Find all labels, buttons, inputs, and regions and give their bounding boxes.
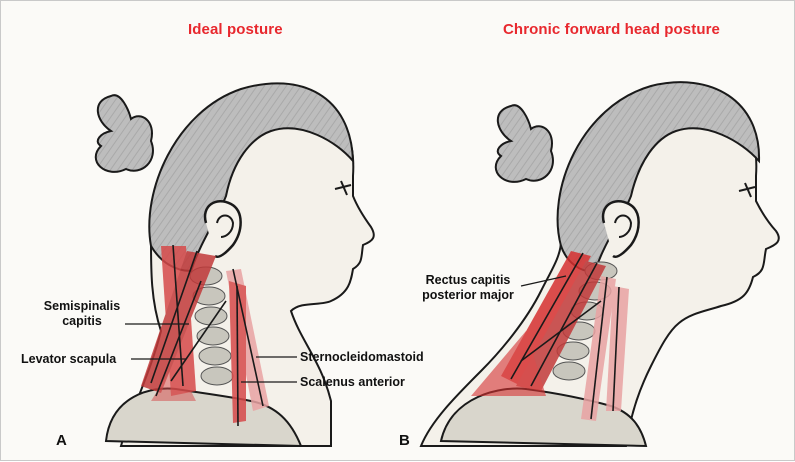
label-rectus-line2: posterior major [413, 288, 523, 303]
label-sternocleidomastoid: Sternocleidomastoid [300, 350, 424, 365]
label-levator-scapula: Levator scapula [21, 352, 116, 367]
panel-a-letter: A [56, 432, 67, 449]
bun-b [496, 105, 553, 182]
panel-b-title: Chronic forward head posture [503, 21, 720, 38]
label-semispinalis-line2: capitis [37, 314, 127, 329]
label-rectus-line1: Rectus capitis [413, 273, 523, 288]
panel-b-figure [421, 82, 779, 446]
label-semispinalis-capitis: Semispinalis capitis [37, 299, 127, 329]
bun-a [96, 95, 153, 172]
label-scalenus-anterior: Scalenus anterior [300, 375, 405, 390]
label-semispinalis-line1: Semispinalis [37, 299, 127, 314]
panel-a-title: Ideal posture [188, 21, 283, 38]
label-rectus-capitis: Rectus capitis posterior major [413, 273, 523, 303]
panel-b-letter: B [399, 432, 410, 449]
panel-a-figure [96, 83, 374, 446]
